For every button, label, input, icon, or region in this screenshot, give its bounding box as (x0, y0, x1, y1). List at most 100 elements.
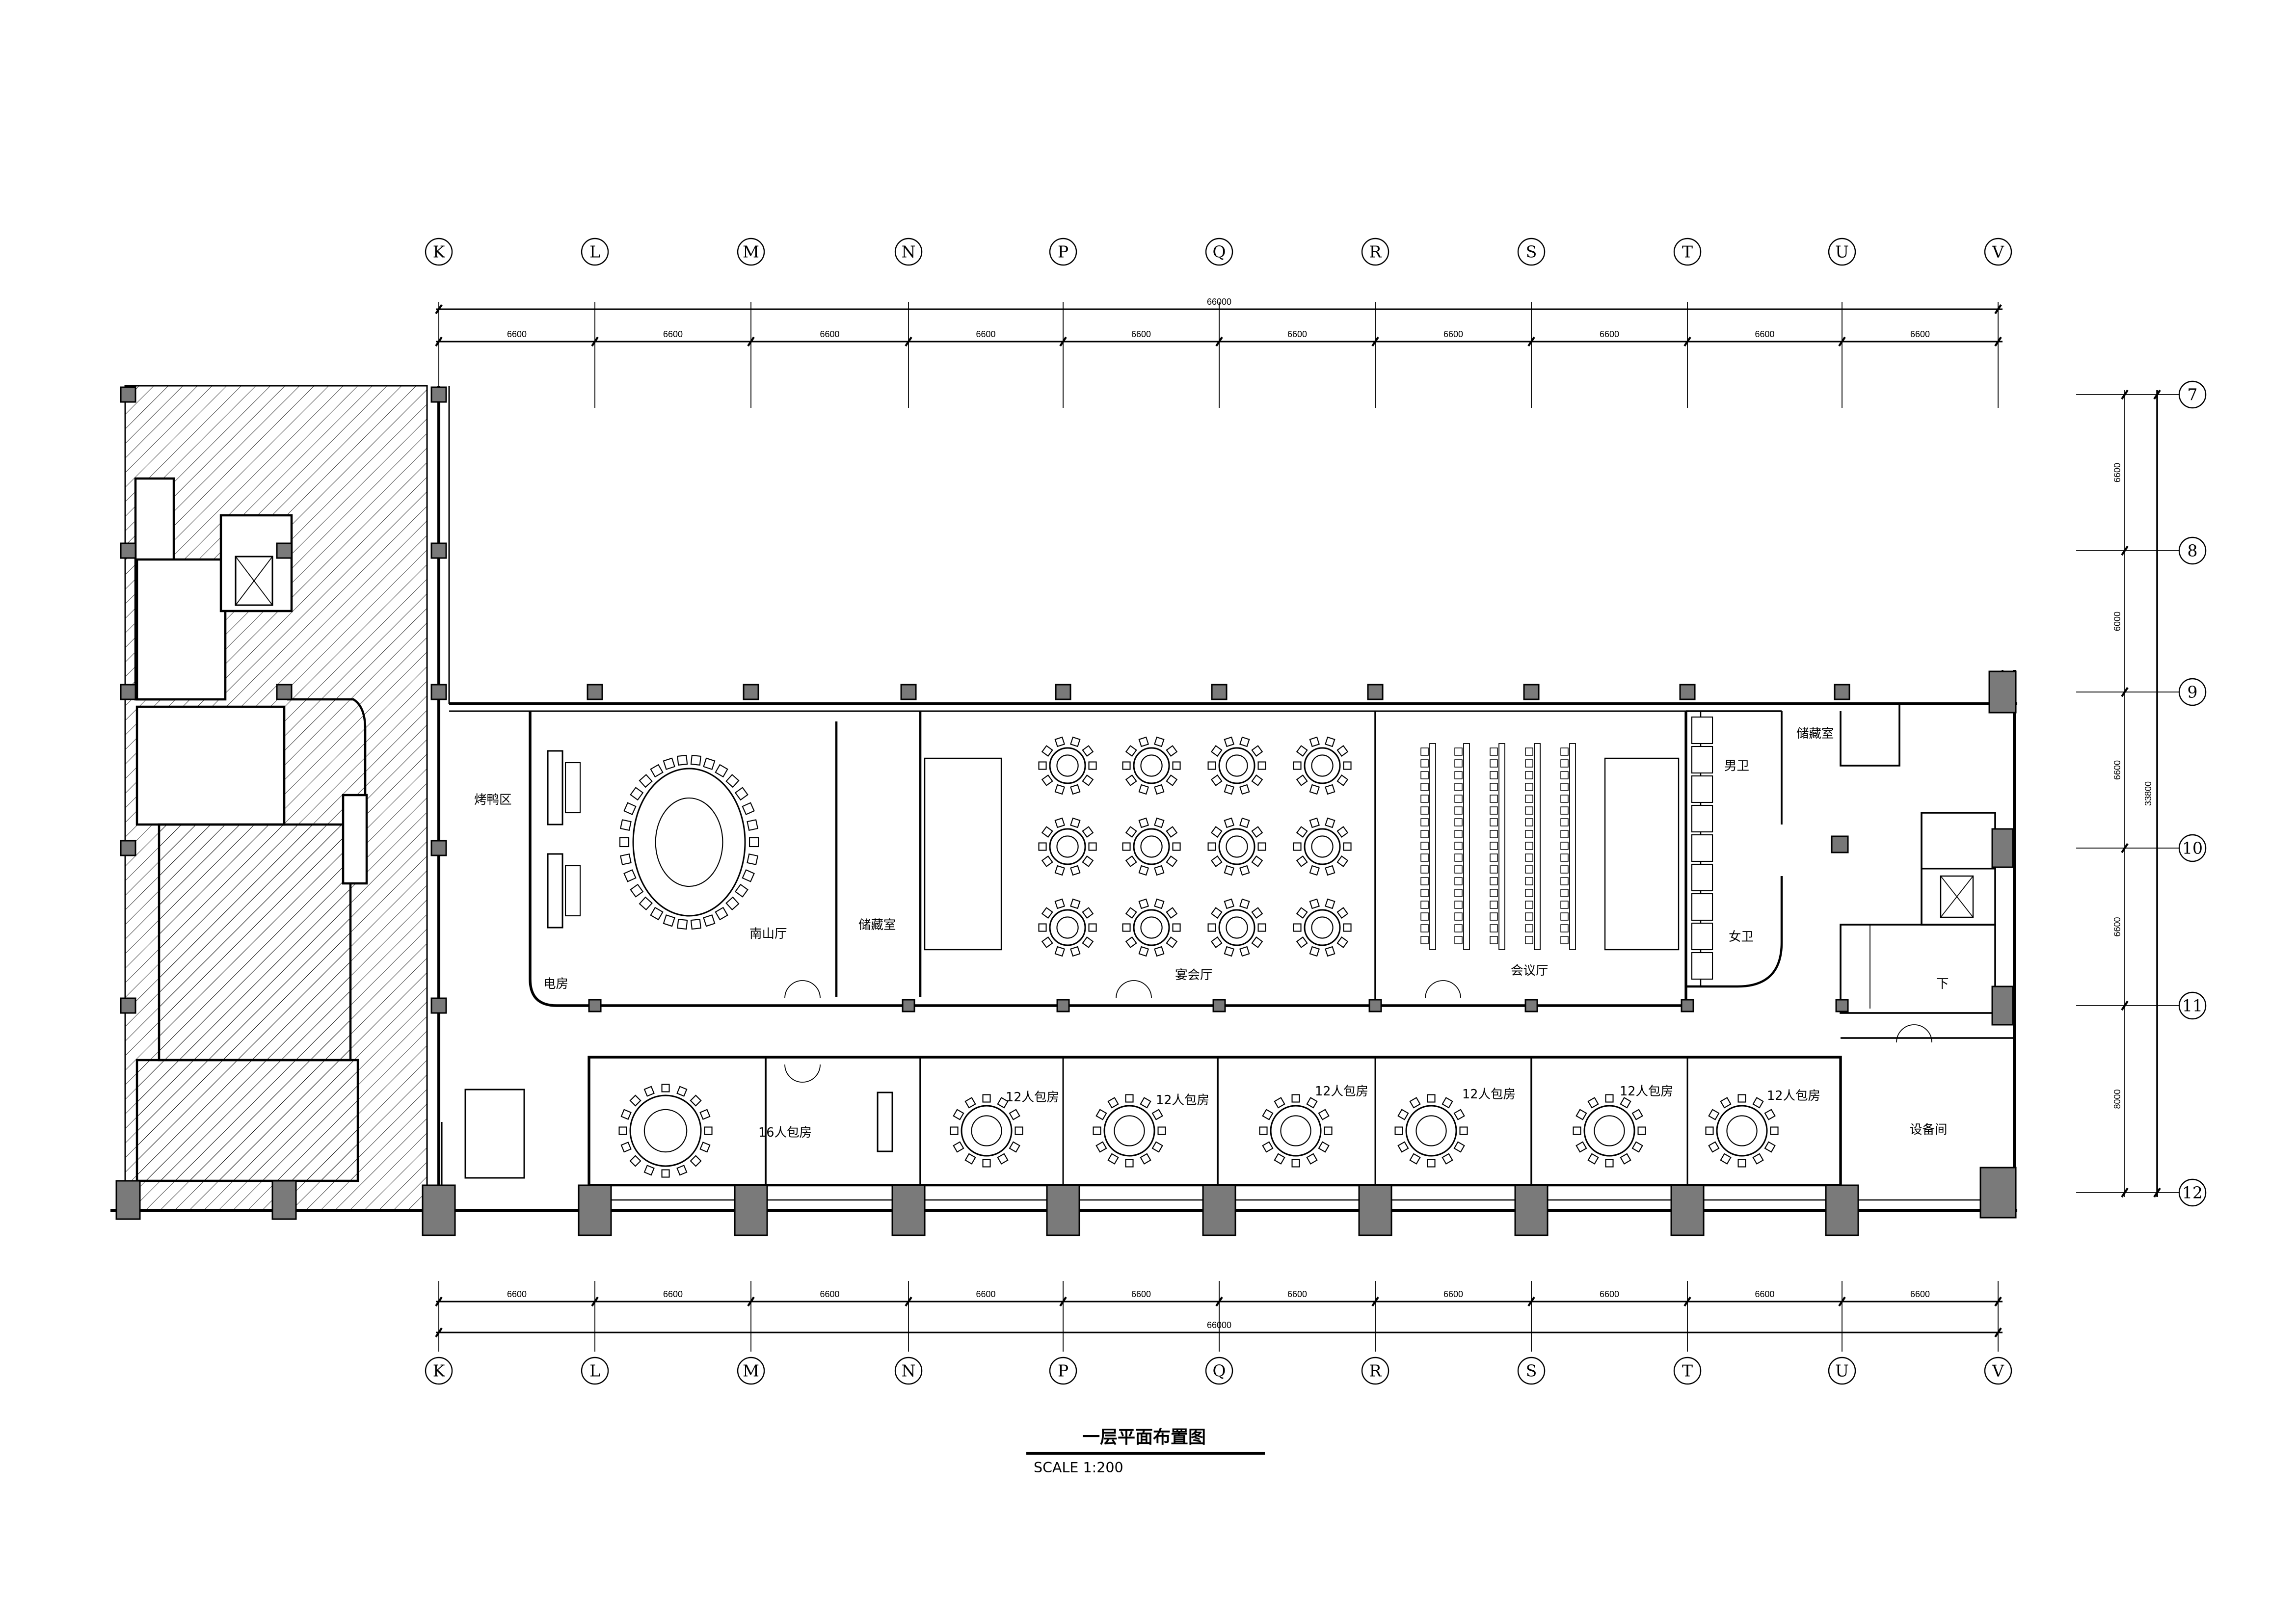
chair (1309, 736, 1320, 747)
chair (1082, 745, 1094, 757)
round-table (1293, 736, 1352, 795)
chair (715, 906, 728, 921)
chair (1737, 1094, 1746, 1103)
chair (1154, 898, 1165, 909)
room-labels: 烤鸭区 南山厅 储藏室 宴会厅 会议厅 男卫 女卫 储藏室 电房 16人包房 1… (474, 726, 1949, 1140)
dimension-label: 6600 (1443, 1289, 1463, 1299)
chair (1752, 1097, 1764, 1109)
chair (1172, 842, 1181, 851)
column (1056, 999, 1070, 1012)
chair (1293, 842, 1302, 851)
chair (1138, 865, 1149, 876)
dimension-label: 6600 (1755, 329, 1775, 339)
chair (1054, 898, 1066, 909)
room-label-private-12: 12人包房 (1156, 1093, 1209, 1108)
column (734, 1184, 768, 1236)
axis-label: L (589, 242, 600, 262)
chair (1309, 898, 1320, 909)
chair (1166, 855, 1178, 867)
chair (1490, 771, 1498, 779)
chair (1525, 901, 1533, 909)
dimension-label: 6600 (2112, 760, 2122, 780)
chair (1291, 1159, 1300, 1168)
chair (1038, 923, 1047, 932)
chair (1343, 842, 1352, 851)
axis-label: L (589, 1361, 600, 1381)
axis-bubble (2178, 678, 2207, 706)
chair (623, 869, 637, 882)
chair (650, 906, 664, 921)
door-swing (1425, 980, 1443, 999)
chair (1490, 936, 1498, 944)
axis-label: K (433, 1361, 446, 1381)
chair (1490, 830, 1498, 838)
chair (1720, 1153, 1732, 1165)
chair (1343, 923, 1352, 932)
conference-desk (1429, 743, 1436, 950)
column (1211, 684, 1228, 700)
chair (1082, 774, 1094, 786)
room-label-nanshan-hall: 南山厅 (749, 927, 787, 941)
chair (1015, 1126, 1023, 1135)
axis-label: N (902, 1361, 916, 1381)
chair (1041, 826, 1053, 838)
chair (1251, 936, 1263, 948)
chair (1490, 759, 1498, 768)
chair (1325, 898, 1335, 909)
chair (1454, 901, 1463, 909)
chair (964, 1097, 976, 1109)
chair (1454, 853, 1463, 862)
chair (1454, 759, 1463, 768)
chair (1207, 923, 1216, 932)
chair (1560, 889, 1569, 897)
axis-label: R (1369, 1361, 1382, 1381)
toilet-stall (1691, 893, 1713, 921)
axis-label: M (743, 242, 759, 262)
chair (1454, 783, 1463, 791)
toilet-stall (1691, 716, 1713, 745)
chair (1525, 924, 1533, 932)
chair (1459, 1126, 1468, 1135)
chair (1251, 855, 1263, 867)
chair (1070, 784, 1081, 795)
chair (1296, 826, 1308, 838)
axis-bubble (2178, 380, 2207, 409)
column (588, 999, 602, 1012)
axis-bubble (737, 238, 765, 266)
dimension-label: 6600 (1910, 329, 1930, 339)
chair (1453, 1141, 1465, 1153)
chair (1454, 806, 1463, 815)
dimension-label: 6600 (507, 1289, 527, 1299)
chair (1525, 830, 1533, 838)
chair (1082, 826, 1094, 838)
round-table (1122, 736, 1181, 795)
chair (1420, 877, 1429, 885)
chair (1296, 936, 1308, 948)
chair (1122, 923, 1131, 932)
chair (1631, 1141, 1643, 1153)
chair (1125, 936, 1137, 948)
chair (1560, 771, 1569, 779)
chair (1293, 761, 1302, 770)
chair (1336, 936, 1349, 948)
chair (1125, 907, 1137, 919)
axis-bubble (1049, 1357, 1077, 1385)
chair (1154, 736, 1165, 747)
column (430, 997, 447, 1014)
chair (1525, 853, 1533, 862)
chair (1394, 1126, 1403, 1135)
round-table (1038, 817, 1097, 876)
dimension-label: 6600 (663, 1289, 683, 1299)
round-table (618, 1084, 713, 1178)
column (115, 1180, 141, 1220)
chair (1560, 853, 1569, 862)
axis-label: 11 (2182, 996, 2203, 1015)
axis-label: U (1835, 1361, 1849, 1381)
axis-bubble (1828, 1357, 1856, 1385)
dimension-total-label: 33800 (2143, 781, 2153, 806)
existing-building-hatched (124, 385, 428, 1211)
chair (747, 819, 759, 831)
chair (715, 764, 728, 778)
column (1670, 1184, 1705, 1236)
column (891, 1184, 926, 1236)
